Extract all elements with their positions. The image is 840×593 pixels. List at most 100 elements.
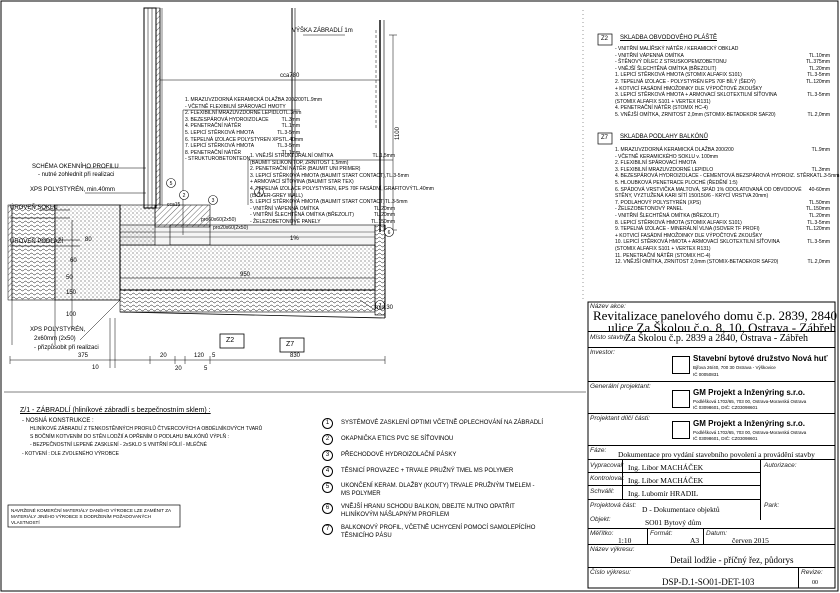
layer-row: STĚNY, VYZTUŽENÁ KARI SÍTÍ 150/150/6 - K… bbox=[615, 193, 830, 200]
floor-slab bbox=[109, 224, 386, 368]
layer-thickness: TL.50mm bbox=[808, 199, 830, 206]
layer-text: 4. PENETRAČNÍ NÁTĚR (STOMIX HC-4) bbox=[615, 105, 708, 112]
checked-by-value: Ing. Libor MACHÁČEK bbox=[628, 476, 704, 485]
layer-thickness: TL.20mm bbox=[373, 205, 395, 212]
layer-thickness: TL.9mm bbox=[303, 97, 322, 103]
investor-name: Stavební bytové družstvo Nová huť bbox=[693, 354, 828, 363]
layer-row: - VČETNĚ KERAMICKÉHO SOKLU v. 100mm bbox=[615, 154, 830, 161]
phase-label: Fáze: bbox=[590, 447, 607, 454]
layer-text: 9. TEPELNÁ IZOLACE - MINERÁLNÍ VLNA (ISO… bbox=[615, 226, 760, 233]
partial-designer-cell bbox=[588, 414, 835, 446]
layer-thickness: TL.3-5mm bbox=[277, 143, 300, 150]
layer-text: 2. FLEXIBILNÍ SPÁROVACÍ HMOTA bbox=[615, 160, 697, 167]
layer-text: - VNITŘNÍ MALÍŘSKÝ NÁTĚR / KERAMICKÝ OBK… bbox=[615, 46, 739, 52]
gm-logo-icon bbox=[672, 421, 690, 439]
layer-row: 1. MRAZUVZDORNÁ KERAMICKÁ DLAŽBA 200/200… bbox=[615, 147, 830, 154]
drawn-by-value: Ing. Libor MACHÁČEK bbox=[628, 463, 704, 472]
layer-text: 1. LEPICÍ STĚRKOVÁ HMOTA (STOMIX ALFAFIX… bbox=[615, 72, 742, 79]
dim-bottom-830: 830 bbox=[290, 353, 301, 359]
layer-text: 5. LEPICÍ STĚRKOVÁ HMOTA bbox=[185, 129, 255, 136]
layer-thickness: TL.3mm bbox=[283, 110, 302, 117]
project-name-label: Název akce: bbox=[590, 303, 626, 310]
general-designer-ic: IČ 03098601, DIČ: CZ03098601 bbox=[693, 405, 758, 410]
drawn-by-label: Vypracoval: bbox=[590, 462, 624, 469]
z7-layer-list: 1. MRAZUVZDORNÁ KERAMICKÁ DLAŽBA 200/200… bbox=[615, 147, 839, 266]
layer-row: 7. LEPICÍ STĚRKOVÁ HMOTA TL.3-5mm bbox=[185, 143, 300, 150]
project-name-line1: Revitalizace panelového domu č.p. 2839, … bbox=[593, 308, 838, 323]
investor-label: Investor: bbox=[590, 349, 615, 356]
approved-by-label: Schválil: bbox=[590, 488, 615, 495]
partial-designer-name: GM Projekt a Inženýring s.r.o. bbox=[693, 419, 806, 428]
layer-text: 7. LEPICÍ STĚRKOVÁ HMOTA bbox=[185, 143, 255, 150]
layer-thickness: TL.3-5mm bbox=[277, 129, 300, 136]
window-profile-label: SCHÉMA OKENNÍHO PROFILU bbox=[32, 164, 119, 170]
layer-thickness: TL.9mm bbox=[811, 147, 830, 153]
railing-note-line: HLINÍKOVÉ ZÁBRADLÍ Z TENKOSTĚNNÝCH PROFI… bbox=[30, 426, 263, 432]
dim-100: 100 bbox=[66, 312, 77, 318]
dim-bottom-5: 5 bbox=[212, 353, 216, 359]
layer-row: 11. PENETRAČNÍ NÁTĚR (STOMIX HC-4) bbox=[615, 253, 830, 260]
layer-text: 8. LEPICÍ STĚRKOVÁ HMOTA (STOMIX ALFAFIX… bbox=[615, 219, 742, 226]
dim-bottom-20: 20 bbox=[160, 353, 167, 359]
leader-lines bbox=[40, 109, 393, 341]
layer-text: 2. FLEXIBILNÍ MRAZUVZDORNÉ LEPIDLO bbox=[185, 110, 284, 117]
window-profile-note: - nutné zohlednit při realizaci bbox=[38, 172, 115, 178]
scale-label: Měřítko: bbox=[590, 530, 614, 537]
layer-text: - ŠTĚNOVÝ DÍLEC Z STRUSKOPEMZOBETONU bbox=[615, 59, 727, 66]
layer-text: 3. BEZESPÁROVÁ HYDROIZOLACE bbox=[185, 116, 269, 123]
svg-text:6: 6 bbox=[388, 230, 391, 236]
approved-by-value: Ing. Lubomír HRADIL bbox=[628, 489, 699, 498]
layer-thickness: TL.3-5mm bbox=[386, 172, 409, 179]
layer-text: - ŽELEZOBETONOVÝ PANEL bbox=[615, 206, 683, 213]
partial-designer-label: Projektant dílčí části: bbox=[590, 415, 650, 422]
dim-min30: min.30 bbox=[375, 305, 394, 311]
layer-text: (BAUMIT SILIKON TOP, ZRNITOST 1,5mm) bbox=[250, 159, 349, 166]
z7-title: SKLADBA PODLAHY BALKÓNŮ bbox=[620, 134, 708, 140]
layer-row: - VNĚJŠÍ ŠLECHTĚNÁ OMÍTKA (BŘEZOLIT)TL.2… bbox=[615, 66, 830, 73]
format-value: A3 bbox=[690, 536, 700, 545]
level-floor: ÚROVEŇ PODLAŽÍ bbox=[10, 239, 64, 245]
railing-note-line: S BOČNÍM KOTVENÍM DO STĚN LODŽIÍ A OPŘEN… bbox=[30, 434, 229, 440]
layer-thickness: TL.40mm bbox=[412, 185, 434, 192]
layer-text: 1. MRAZUVZDORNÁ KERAMICKÁ DLAŽBA 200/200 bbox=[185, 97, 304, 103]
dim-950: 950 bbox=[240, 272, 251, 278]
layer-thickness: TL.375mm bbox=[806, 59, 830, 66]
layer-text: 4. TEPELNÁ IZOLACE POLYSTYREN, EPS 70F F… bbox=[250, 185, 413, 192]
revision-value: 00 bbox=[812, 580, 818, 586]
layer-text: (STOMIX ALFAFIX S101 + VERTEX R131) bbox=[615, 245, 711, 252]
layer-thickness: TL.40mm bbox=[282, 136, 304, 143]
layer-text: 6. SPÁDOVÁ VRSTVIČKA MALTOVÁ, SPÁD 1% OD… bbox=[615, 186, 802, 193]
layer-row: - ŠTĚNOVÝ DÍLEC Z STRUSKOPEMZOBETONU TL.3… bbox=[615, 59, 830, 66]
layer-thickness: TL.120mm bbox=[806, 226, 830, 233]
layer-text: - VNITŘNÍ ŠLECHTĚNÁ OMÍTKA (BŘEZOLIT) bbox=[615, 212, 719, 219]
layer-thickness: TL.2,0mm bbox=[807, 259, 830, 266]
scale-value: 1:10 bbox=[618, 536, 632, 545]
layer-text: 5. VNĚJŠÍ OMÍTKA, ZRNITOST 2,0mm (STOMIX… bbox=[615, 111, 776, 118]
layer-text: 6. TEPELNÁ IZOLACE POLYSTYREN XPS bbox=[185, 136, 283, 143]
date-label: Datum: bbox=[706, 530, 727, 537]
drawing-number-value: DSP-D.1-SO01-DET-103 bbox=[662, 577, 755, 587]
layer-text: - VNITŘNÍ VÁPENNÁ OMÍTKA bbox=[615, 52, 684, 59]
layer-thickness: TL.3-5mm bbox=[384, 199, 408, 206]
drawing-title-cell bbox=[588, 545, 835, 568]
layer-text: (STOMIX ALFAFIX S101 + VERTEX R131) bbox=[615, 98, 711, 105]
layer-row: + KOTVICÍ FASÁDNÍ HMOŽDINKY DLE VÝPOČTOV… bbox=[615, 86, 830, 93]
location-cell bbox=[588, 332, 835, 348]
material-substitution-note: NAVRŽENÉ KOMERČNÍ MATERIÁLY DANÉHO VÝROB… bbox=[11, 508, 171, 525]
layer-row: 2. FLEXIBILNÍ SPÁROVACÍ HMOTA bbox=[615, 160, 830, 167]
layer-text: 4. BEZESPÁROVÁ HYDROIZOLACE - CEMENTOVÁ … bbox=[615, 173, 817, 180]
investor-address: Bjřova 26/40, 700 30 Ostrava - Výškovice bbox=[693, 365, 776, 370]
project-name-line2: ulice Za Školou č.o. 8, 10, Ostrava - Zá… bbox=[608, 320, 837, 335]
svg-text:4: 4 bbox=[258, 190, 261, 196]
layer-text: 7. PODLAHOVÝ POLYSTYRÉN (XPS) bbox=[615, 199, 702, 206]
layer-row: 6. SPÁDOVÁ VRSTVIČKA MALTOVÁ, SPÁD 1% OD… bbox=[615, 187, 830, 194]
location-label: Místo stavby: bbox=[590, 334, 629, 341]
svg-text:5: 5 bbox=[170, 181, 173, 187]
